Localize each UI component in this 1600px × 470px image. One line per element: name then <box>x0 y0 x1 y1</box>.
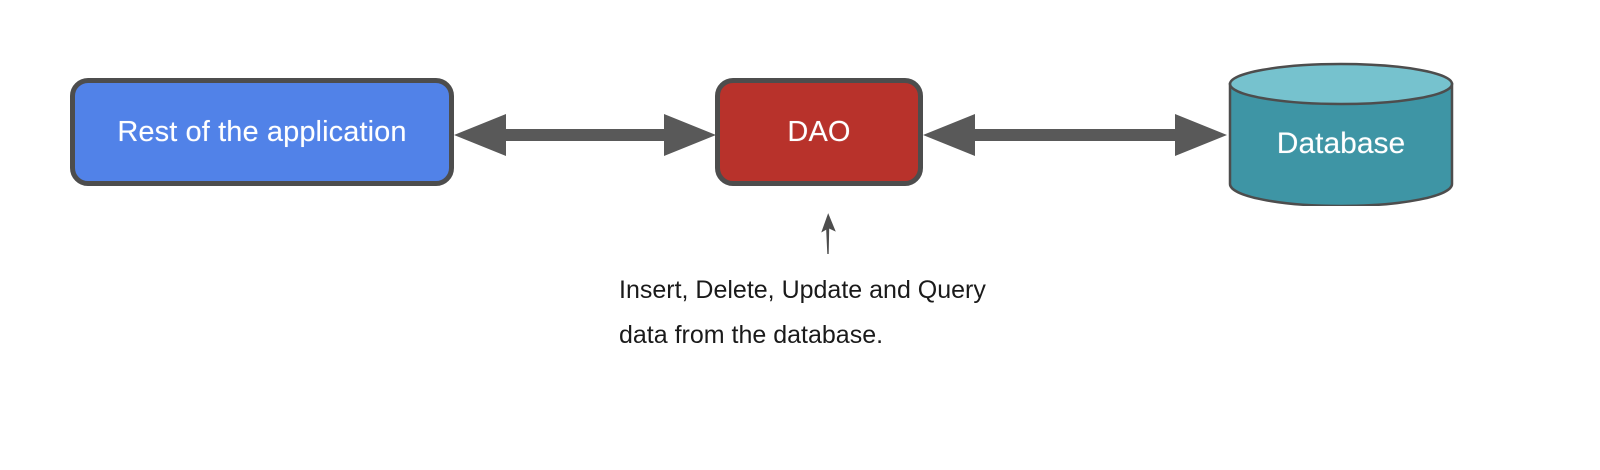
annotation-line-1: Insert, Delete, Update and Query <box>619 276 986 304</box>
connector-dao-to-database <box>923 114 1227 156</box>
node-rest-of-application-label: Rest of the application <box>117 115 407 148</box>
annotation-arrow-icon <box>821 213 836 255</box>
annotation-line-2: data from the database. <box>619 321 884 349</box>
node-rest-of-application[interactable]: Rest of the application <box>70 78 454 186</box>
node-dao[interactable]: DAO <box>715 78 923 186</box>
cylinder-shape <box>1228 62 1454 206</box>
connector-rest-to-dao <box>454 114 716 156</box>
node-dao-label: DAO <box>787 115 851 148</box>
node-database[interactable]: Database <box>1228 62 1454 206</box>
node-database-label: Database <box>1276 127 1406 160</box>
annotation-text: Insert, Delete, Update and Query data fr… <box>619 268 1099 358</box>
